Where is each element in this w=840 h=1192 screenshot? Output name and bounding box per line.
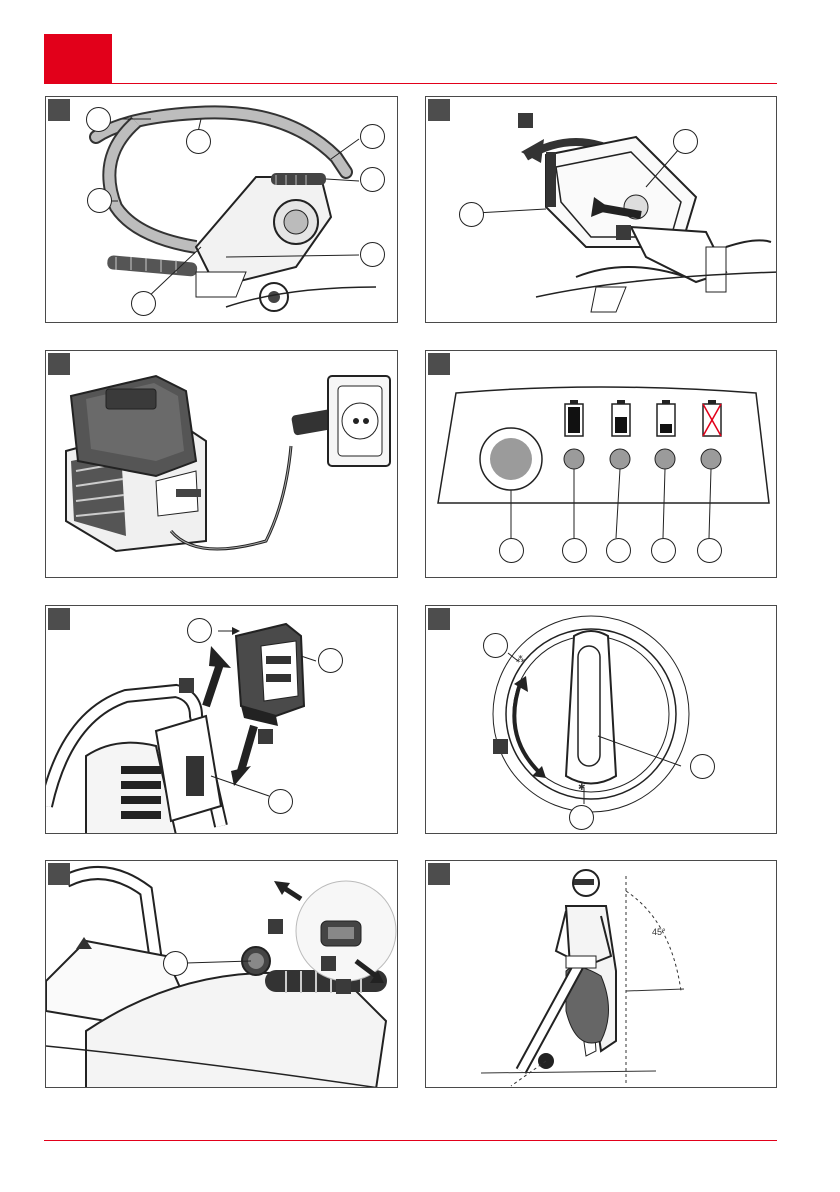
callout-circle [360,167,385,192]
figure-tag [428,99,450,121]
figure-tag [48,608,70,630]
callout-circle [697,538,722,563]
callout-circle [606,538,631,563]
figure-panel-charger [45,350,398,578]
callout-circle [690,754,715,779]
figure-tag [48,863,70,885]
figure-panel-operating-posture: 45° [425,860,777,1088]
battery-insertion-illustration [46,606,398,834]
callout-circle [651,538,676,563]
battery-level-4 [565,400,583,436]
figure-panel-battery-insert [45,605,398,834]
callout-circle [562,538,587,563]
callout-circle [499,538,524,563]
callout-circle [360,124,385,149]
callout-circle [131,291,156,316]
callout-circle [186,129,211,154]
step-marker [268,919,283,934]
battery-level-2 [657,400,675,436]
angle-label: 45° [652,927,666,937]
callout-circle [163,951,188,976]
svg-text:⁂: ⁂ [516,654,525,664]
speed-dial-illustration: ⁂ ✱ [426,606,777,834]
callout-circle [268,789,293,814]
lock-switch-illustration [46,861,398,1088]
charge-level-indicator-illustration [426,351,777,578]
callout-circle [87,188,112,213]
callout-circle [318,648,343,673]
step-marker [321,956,336,971]
callout-circle [86,107,111,132]
battery-level-3 [612,400,630,436]
figure-tag [48,99,70,121]
charger-plug-illustration [46,351,398,578]
chapter-marker-block [44,34,112,84]
battery-level-empty [703,400,721,436]
step-marker [179,678,194,693]
callout-circle [360,242,385,267]
operator-posture-illustration [426,861,777,1088]
callout-circle [459,202,484,227]
step-marker [616,225,631,240]
callout-circle [483,633,508,658]
step-marker [258,729,273,744]
callout-circle [673,129,698,154]
figure-panel-strap [45,96,398,323]
footer-rule [44,1140,777,1141]
header-rule [44,83,777,84]
figure-panel-speed-dial: ⁂ ✱ [425,605,777,834]
step-marker [518,113,533,128]
step-marker [336,979,351,994]
callout-circle [569,805,594,830]
figure-tag [428,353,450,375]
figure-tag [428,863,450,885]
figure-panel-battery-cover [425,96,777,323]
figure-panel-lock-switch [45,860,398,1088]
callout-circle [187,618,212,643]
figure-panel-charge-indicator [425,350,777,578]
step-marker [493,739,508,754]
figure-tag [428,608,450,630]
figure-tag [48,353,70,375]
